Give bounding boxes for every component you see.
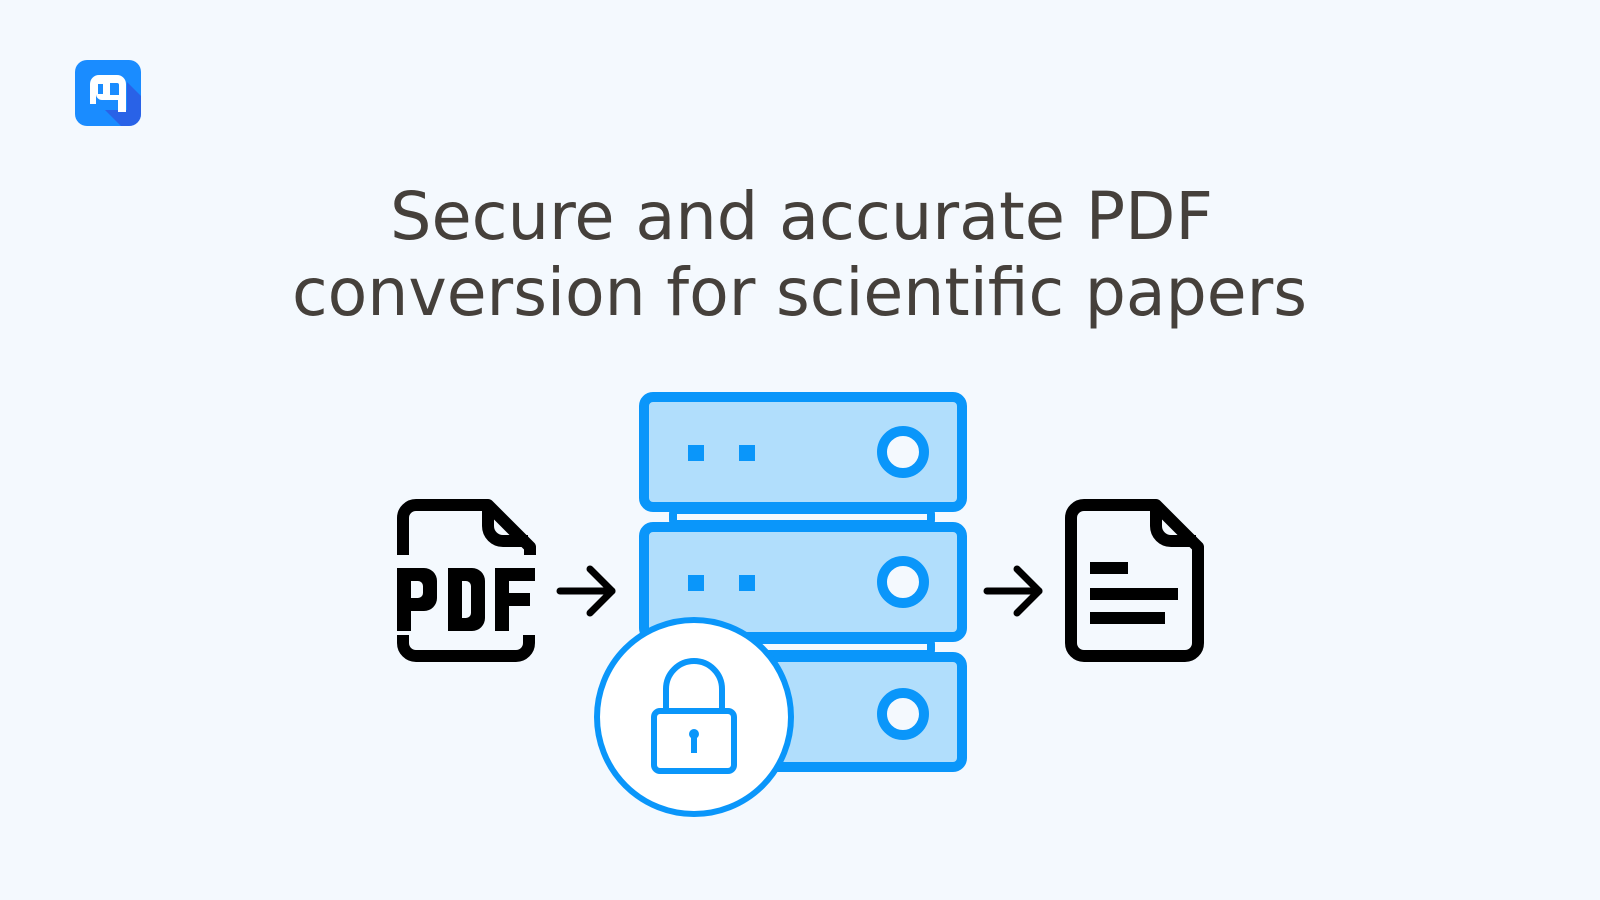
- title-line-1: Secure and accurate PDF: [390, 178, 1213, 255]
- pdf-label: [397, 568, 535, 631]
- arrow-right-icon: [556, 565, 616, 617]
- brand-logo: [75, 60, 141, 126]
- server-unit-1: [639, 392, 967, 512]
- title-line-2: conversion for scientific papers: [292, 254, 1307, 331]
- lock-badge: [594, 617, 794, 817]
- m4-logo-icon: [75, 60, 141, 126]
- pdf-file-icon: [397, 499, 536, 662]
- arrow-right-icon: [983, 565, 1043, 617]
- padlock-icon: [651, 658, 737, 774]
- page-title: Secure and accurate PDF conversion for s…: [292, 178, 1307, 331]
- server-unit-2: [639, 522, 967, 642]
- text-document-icon: [1065, 499, 1204, 662]
